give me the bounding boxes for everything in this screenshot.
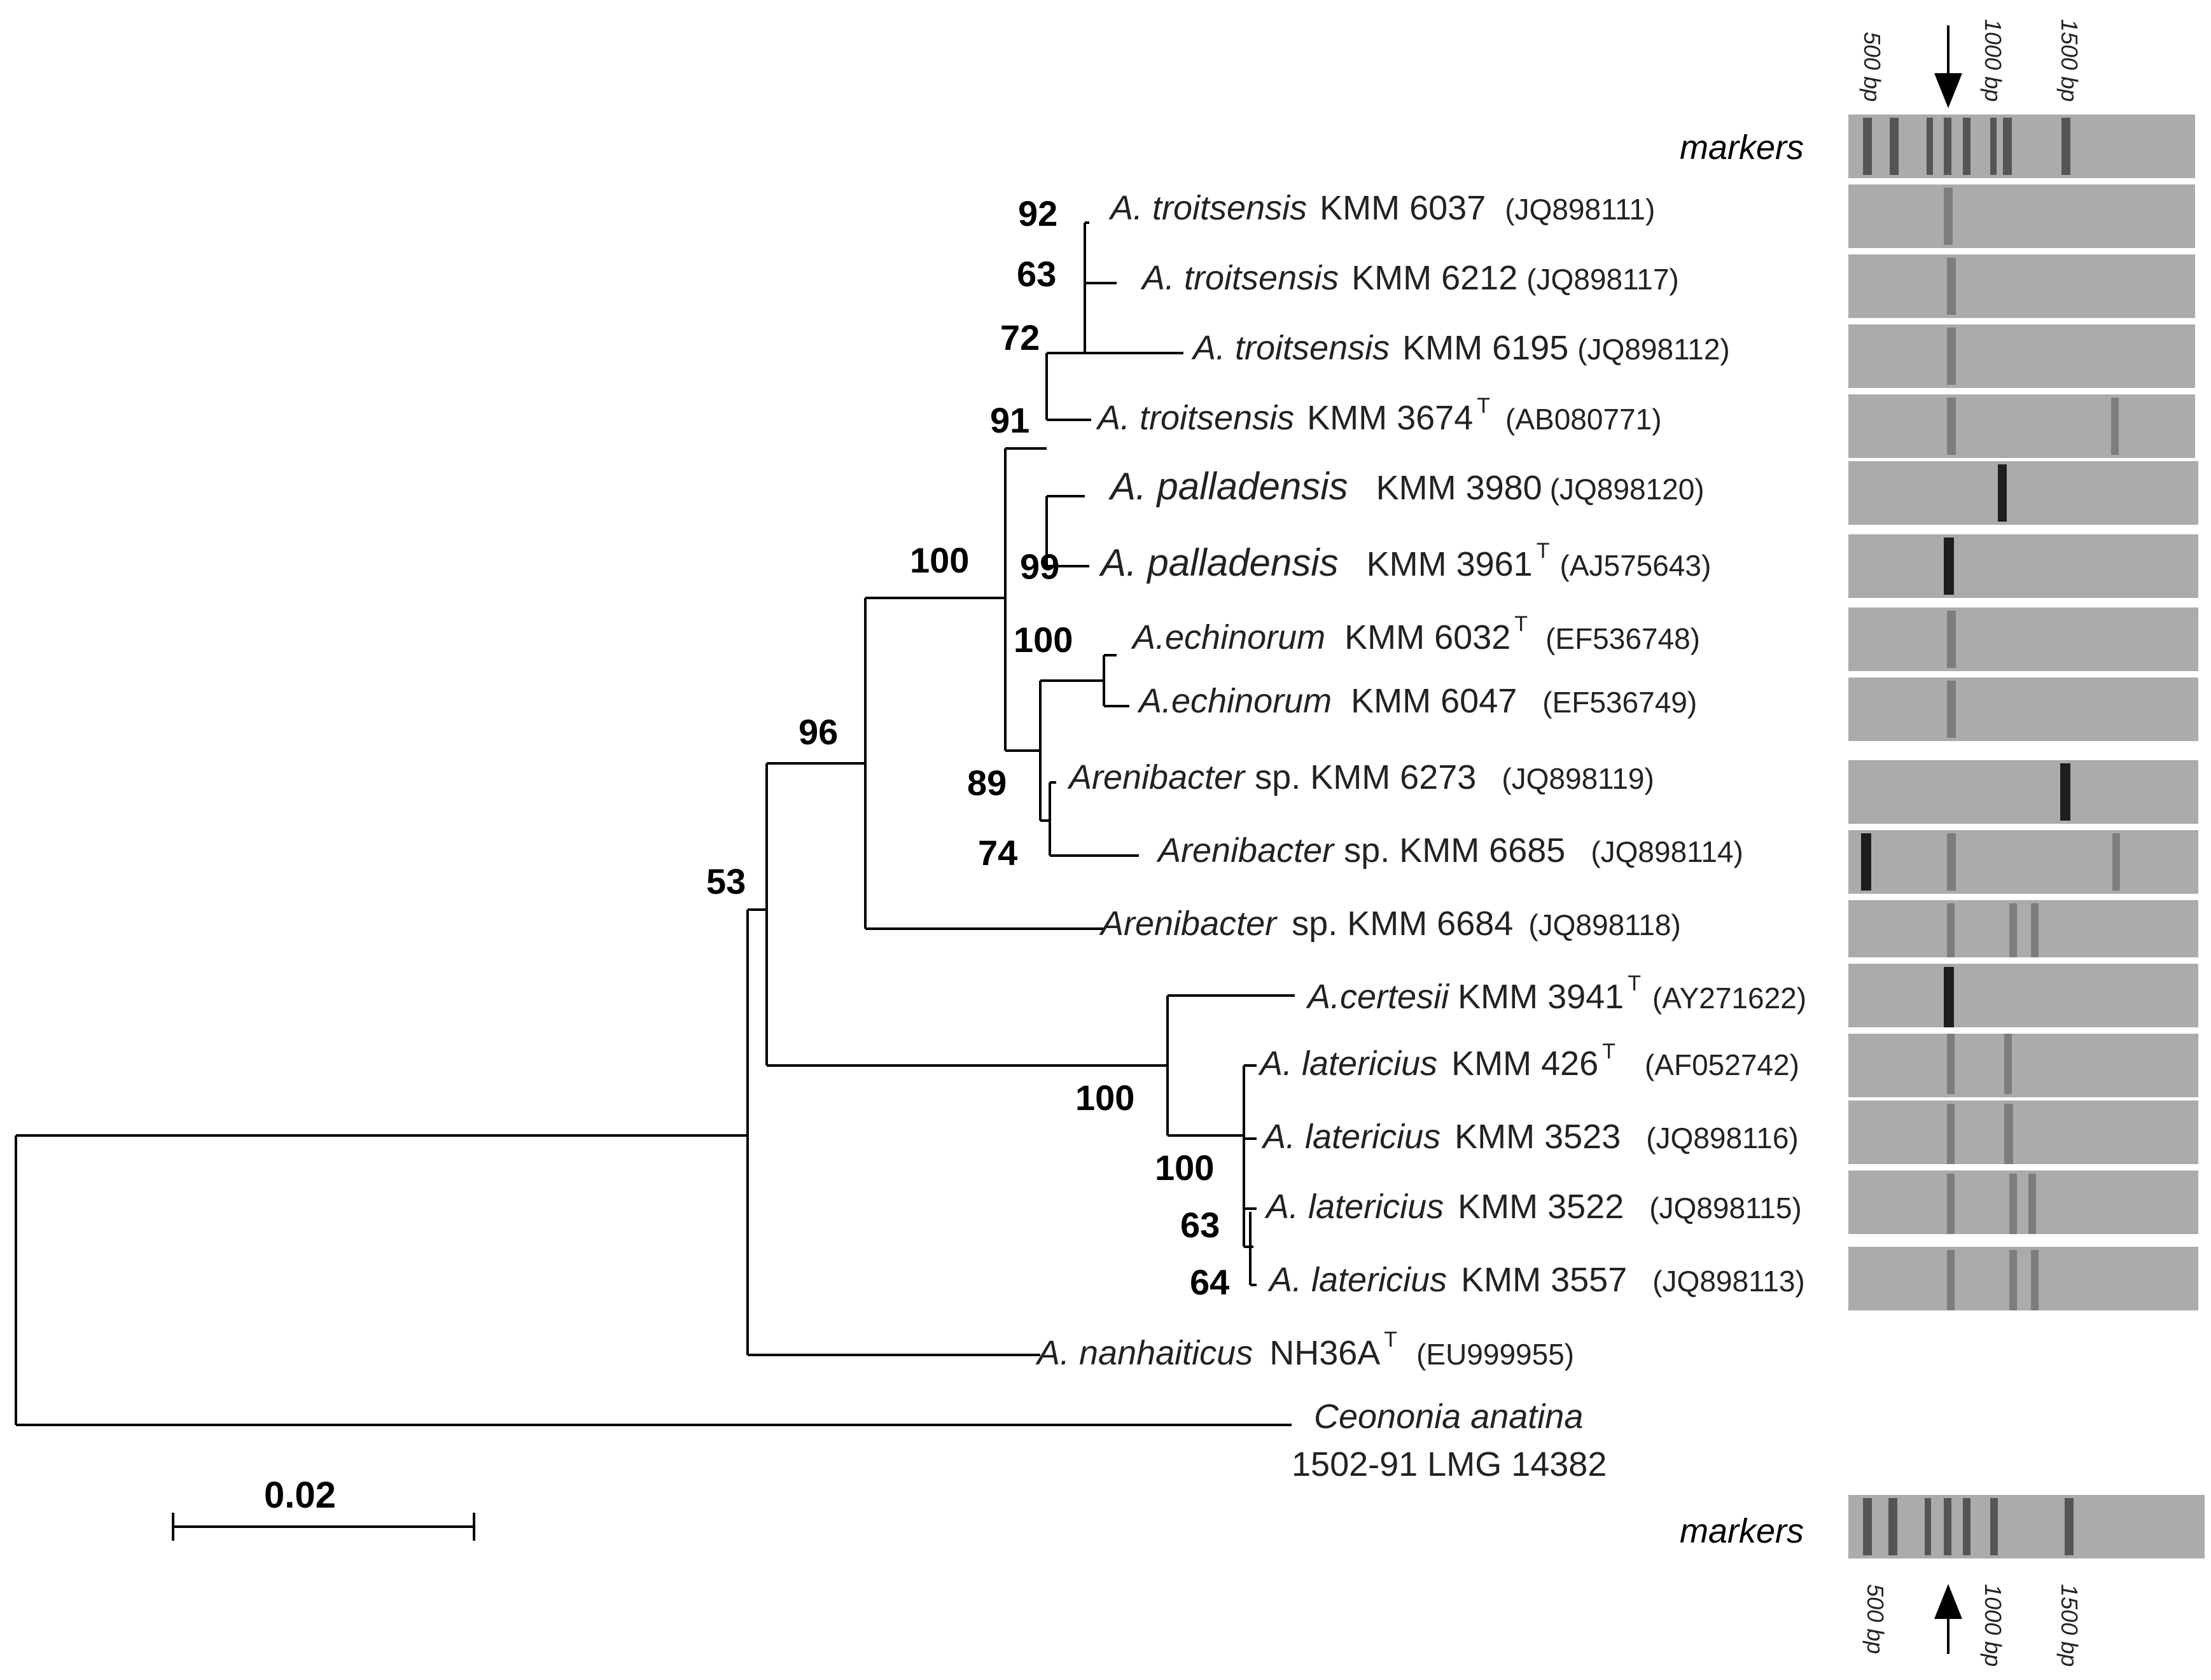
gel-lanes xyxy=(1848,115,2205,1559)
gel-lane-lat426 xyxy=(1848,1034,2198,1097)
ladder-label-1500-bottom: 1500 bp xyxy=(2056,1584,2082,1667)
gel-marker-label-top: markers xyxy=(1680,128,1804,167)
gel-lane-marker-top xyxy=(1848,115,2195,178)
ladder-label-500-bottom: 500 bp xyxy=(1862,1584,1888,1654)
gel-lane-tro6195 xyxy=(1848,324,2195,388)
bootstrap-99: 99 xyxy=(1020,546,1059,587)
bootstrap-63-troitsensis: 63 xyxy=(1017,254,1056,294)
scale-bar-label: 0.02 xyxy=(264,1475,336,1516)
scale-bar: 0.02 xyxy=(172,1475,475,1541)
gel-panel: markers markers 500 bp 1000 bp 1500 bp 5… xyxy=(1680,19,2205,1667)
gel-lane-ech6032 xyxy=(1848,607,2198,671)
branch-node-53 xyxy=(746,908,1040,1356)
gel-lane-ech6047 xyxy=(1848,677,2198,741)
tree-branches xyxy=(15,221,1295,1426)
bootstrap-100-latericius: 100 xyxy=(1155,1148,1214,1188)
gel-marker-label-bottom: markers xyxy=(1680,1512,1804,1550)
branch-node-91 xyxy=(1004,447,1047,752)
bootstrap-100-main: 100 xyxy=(910,540,969,580)
gel-lane-sp6685 xyxy=(1848,830,2198,894)
gel-lane-lat3522 xyxy=(1848,1170,2198,1234)
branch-node-89 xyxy=(1039,679,1104,822)
ladder-label-1500-top: 1500 bp xyxy=(2056,19,2082,102)
bootstrap-89: 89 xyxy=(967,763,1007,803)
branch-node-96 xyxy=(765,762,1168,1067)
ladder-label-500-top: 500 bp xyxy=(1859,32,1885,102)
gel-lane-lat3557 xyxy=(1848,1247,2198,1310)
bootstrap-91: 91 xyxy=(990,400,1029,440)
outgroup-label-line1: Ceononia anatina xyxy=(1314,1398,1583,1436)
gel-lane-tro3674 xyxy=(1848,394,2195,458)
gel-lane-marker-bottom xyxy=(1848,1495,2205,1559)
gel-bands xyxy=(1861,118,2120,1555)
gel-lane-pal3980 xyxy=(1848,461,2198,525)
branch-node-72 xyxy=(1045,352,1091,421)
gel-lane-tro6037 xyxy=(1848,184,2195,248)
branch-root xyxy=(15,1134,1292,1426)
bootstrap-96: 96 xyxy=(799,712,838,752)
gel-lane-lat3523 xyxy=(1848,1100,2198,1164)
arrow-up-icon xyxy=(1934,1584,1962,1654)
branch-node-100-main xyxy=(864,597,1104,930)
branch-node-92 xyxy=(1084,221,1089,251)
ladder-label-1000-top: 1000 bp xyxy=(1980,19,2006,102)
gel-lane-pal3961 xyxy=(1848,534,2198,598)
bootstrap-values: 92 63 72 91 100 99 100 89 74 96 53 100 1… xyxy=(706,193,1229,1302)
gel-lane-sp6684 xyxy=(1848,900,2198,957)
branch-node-99 xyxy=(1045,495,1089,567)
gel-lane-tro6212 xyxy=(1848,254,2195,318)
branch-node-100-certesii xyxy=(1166,994,1295,1137)
bootstrap-64: 64 xyxy=(1190,1262,1229,1302)
ladder-label-1000-bottom: 1000 bp xyxy=(1980,1584,2006,1667)
bootstrap-100-certesii: 100 xyxy=(1075,1078,1134,1118)
bootstrap-100-echinorum: 100 xyxy=(1014,620,1073,660)
gel-lane-cer3941 xyxy=(1848,964,2198,1027)
branch-node-74 xyxy=(1049,781,1139,857)
outgroup-label-line2: 1502-91 LMG 14382 xyxy=(1292,1445,1607,1483)
gel-lane-sp6273 xyxy=(1848,760,2198,824)
bootstrap-53: 53 xyxy=(706,861,746,901)
arrow-down-icon xyxy=(1934,25,1962,108)
branch-node-100-latericius xyxy=(1243,1064,1257,1140)
bootstrap-63-latericius: 63 xyxy=(1180,1205,1220,1245)
branch-node-64 xyxy=(1249,1212,1257,1286)
bootstrap-74: 74 xyxy=(978,833,1017,873)
bootstrap-92: 92 xyxy=(1018,193,1057,233)
branch-node-100-echinorum xyxy=(1103,654,1129,707)
branch-node-63 xyxy=(1084,251,1183,354)
bootstrap-72: 72 xyxy=(1000,317,1040,358)
